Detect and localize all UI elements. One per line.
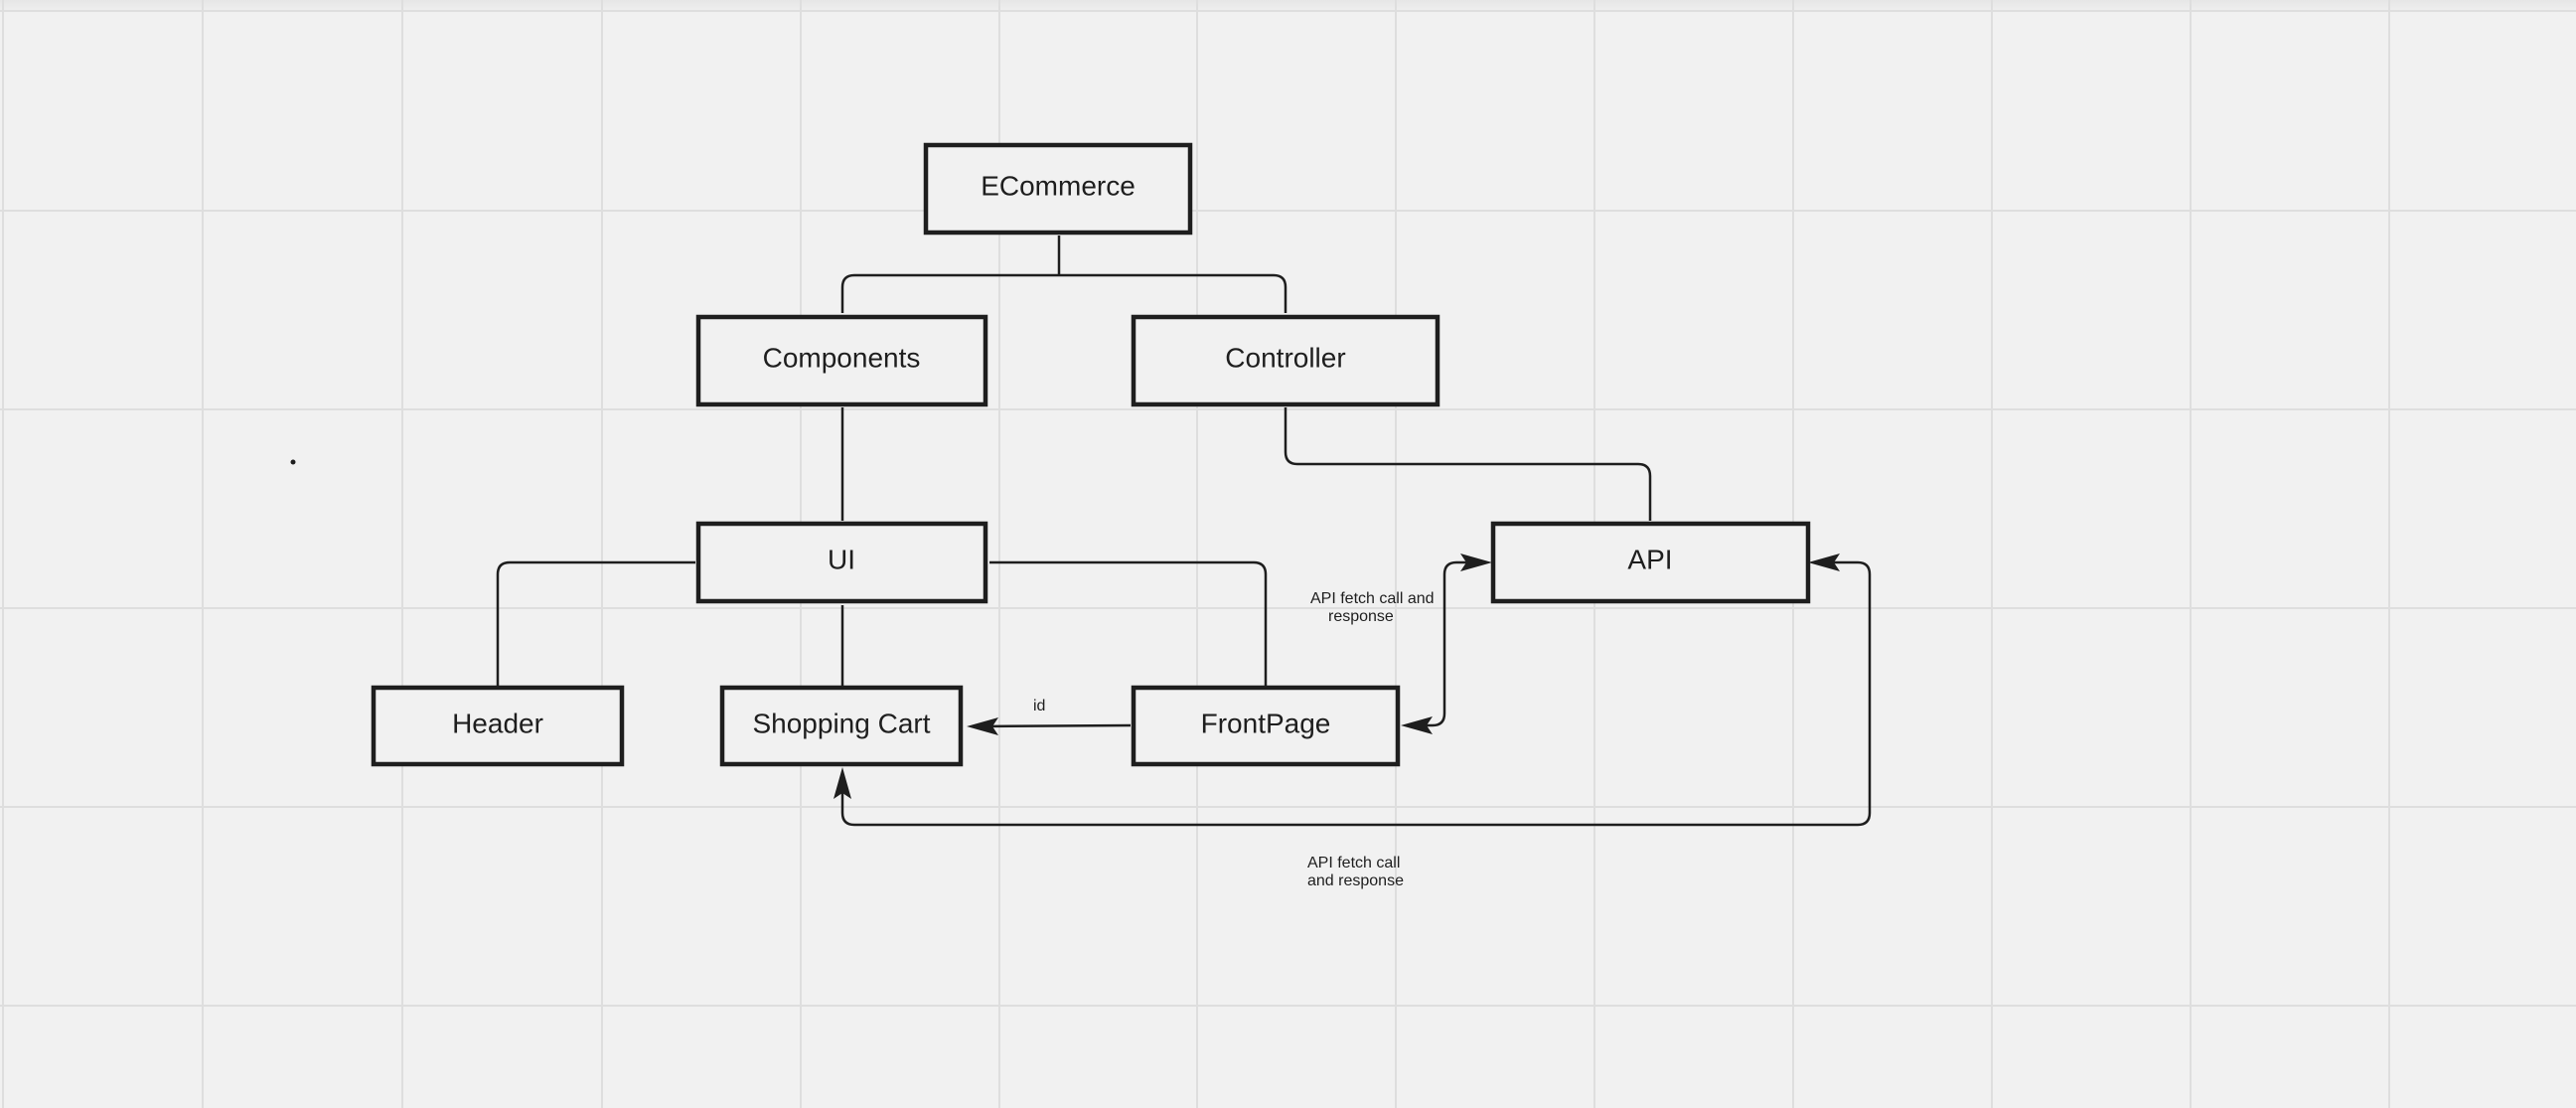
edge-frontpage-to-shopping-cart[interactable] bbox=[978, 723, 1132, 728]
edge-ecommerce-to-components[interactable] bbox=[840, 273, 1059, 313]
arrowhead-shopping-cart-id bbox=[967, 717, 998, 735]
node-ui[interactable]: UI bbox=[695, 521, 988, 604]
node-components[interactable]: Components bbox=[695, 314, 988, 407]
node-header[interactable]: Header bbox=[371, 685, 625, 767]
node-frontpage[interactable]: FrontPage bbox=[1131, 685, 1401, 767]
edge-api-shopping-cart-loop[interactable] bbox=[840, 560, 1872, 827]
edge-ui-to-header[interactable] bbox=[496, 560, 695, 686]
node-controller-label: Controller bbox=[1225, 343, 1345, 374]
node-frontpage-label: FrontPage bbox=[1201, 709, 1331, 739]
arrowhead-shopping-cart-bottom bbox=[833, 767, 851, 799]
edge-frontpage-api-bidirectional[interactable] bbox=[1419, 560, 1477, 727]
stray-dot bbox=[290, 459, 296, 465]
arrowhead-api-right bbox=[1808, 554, 1840, 571]
edge-label-cart-api-line2: and response bbox=[1307, 872, 1404, 889]
node-components-label: Components bbox=[763, 343, 921, 374]
node-api-label: API bbox=[1627, 545, 1672, 575]
edge-label-cart-api-line1: API fetch call bbox=[1307, 855, 1400, 871]
edge-label-frontpage-api-line1: API fetch call and bbox=[1310, 590, 1435, 607]
node-api[interactable]: API bbox=[1490, 521, 1811, 604]
arrowhead-api-left bbox=[1460, 554, 1492, 571]
edge-ecommerce-to-controller[interactable] bbox=[1059, 273, 1288, 313]
node-ecommerce[interactable]: ECommerce bbox=[923, 142, 1193, 236]
node-ecommerce-label: ECommerce bbox=[981, 171, 1136, 202]
node-shopping-cart-label: Shopping Cart bbox=[752, 709, 930, 739]
node-shopping-cart[interactable]: Shopping Cart bbox=[719, 685, 964, 767]
edge-label-frontpage-api-line2: response bbox=[1328, 608, 1394, 625]
edge-label-id: id bbox=[1033, 698, 1045, 714]
arrowhead-frontpage bbox=[1401, 716, 1433, 734]
node-controller[interactable]: Controller bbox=[1131, 314, 1440, 407]
edge-controller-to-api[interactable] bbox=[1284, 407, 1652, 521]
node-header-label: Header bbox=[452, 709, 543, 739]
edge-ui-to-frontpage[interactable] bbox=[989, 560, 1268, 686]
node-ui-label: UI bbox=[828, 545, 855, 575]
